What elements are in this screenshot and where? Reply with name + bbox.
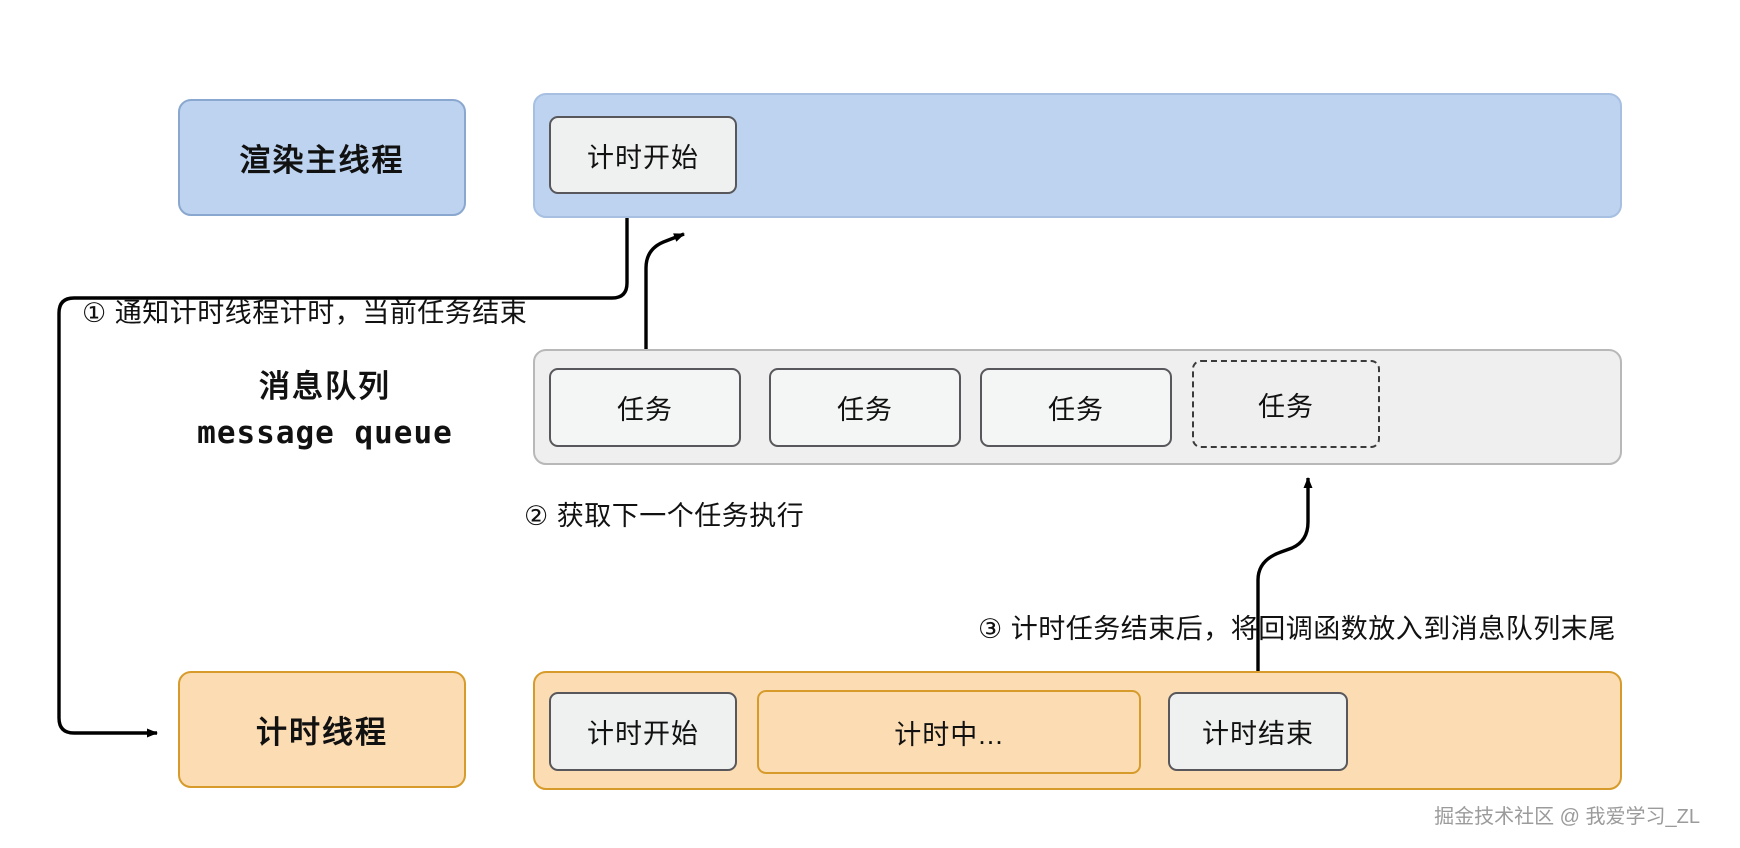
queue-caption: 消息队列 message queue <box>130 365 520 457</box>
chip-timer-end[interactable]: 计时结束 <box>1168 692 1348 771</box>
chip-queue-task-2[interactable]: 任务 <box>769 368 961 447</box>
chip-queue-task-4-pending[interactable]: 任务 <box>1192 360 1380 448</box>
annotation-step-3: ③ 计时任务结束后，将回调函数放入到消息队列末尾 <box>978 614 1616 644</box>
arrow-fetch-task-path <box>644 232 685 368</box>
chip-queue-task-3[interactable]: 任务 <box>980 368 1172 447</box>
lane-label-render-thread: 渲染主线程 <box>178 99 466 216</box>
chip-timer-running[interactable]: 计时中... <box>757 690 1141 774</box>
queue-caption-cn: 消息队列 <box>259 369 391 404</box>
chip-render-timer-start[interactable]: 计时开始 <box>549 116 737 194</box>
lane-label-timer-thread: 计时线程 <box>178 671 466 788</box>
annotation-step-2: ② 获取下一个任务执行 <box>524 501 805 531</box>
chip-timer-start[interactable]: 计时开始 <box>549 692 737 771</box>
annotation-step-1: ① 通知计时线程计时，当前任务结束 <box>82 298 528 328</box>
arrow-callback-path <box>1256 477 1313 692</box>
queue-caption-en: message queue <box>197 415 453 451</box>
chip-queue-task-1[interactable]: 任务 <box>549 368 741 447</box>
watermark-credit: 掘金技术社区 @ 我爱学习_ZL <box>1434 806 1700 828</box>
